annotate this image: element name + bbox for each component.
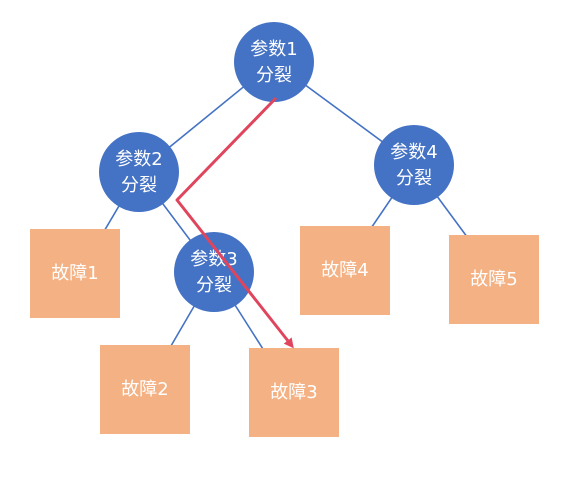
node-line-2: 分裂 (256, 65, 292, 86)
leaf-label: 故障3 (270, 382, 317, 403)
tree-edges (79, 61, 494, 383)
node-line-2: 分裂 (121, 175, 157, 196)
node-param-3: 参数3 分裂 (174, 232, 254, 312)
leaf-nodes: 故障1 故障2 故障3 故障4 故障5 (30, 226, 539, 437)
node-line-2: 分裂 (196, 275, 232, 296)
leaf-label: 故障2 (121, 379, 168, 400)
decision-nodes: 参数1 分裂 参数2 分裂 参数3 分裂 参数4 分裂 (99, 22, 454, 312)
leaf-fault-2: 故障2 (100, 345, 190, 434)
node-param-4: 参数4 分裂 (374, 125, 454, 205)
node-line-1: 参数2 (115, 149, 162, 170)
node-line-1: 参数1 (250, 39, 297, 60)
node-line-1: 参数3 (190, 249, 237, 270)
node-line-1: 参数4 (390, 142, 437, 163)
node-line-2: 分裂 (396, 168, 432, 189)
leaf-fault-5: 故障5 (449, 235, 539, 324)
leaf-fault-1: 故障1 (30, 229, 120, 318)
leaf-fault-3: 故障3 (249, 348, 339, 437)
leaf-label: 故障1 (51, 263, 98, 284)
leaf-fault-4: 故障4 (300, 226, 390, 315)
highlighted-decision-path-arrow (175, 96, 294, 349)
node-param-1: 参数1 分裂 (234, 22, 314, 102)
leaf-label: 故障5 (470, 269, 517, 290)
node-param-2: 参数2 分裂 (99, 132, 179, 212)
leaf-label: 故障4 (321, 260, 368, 281)
